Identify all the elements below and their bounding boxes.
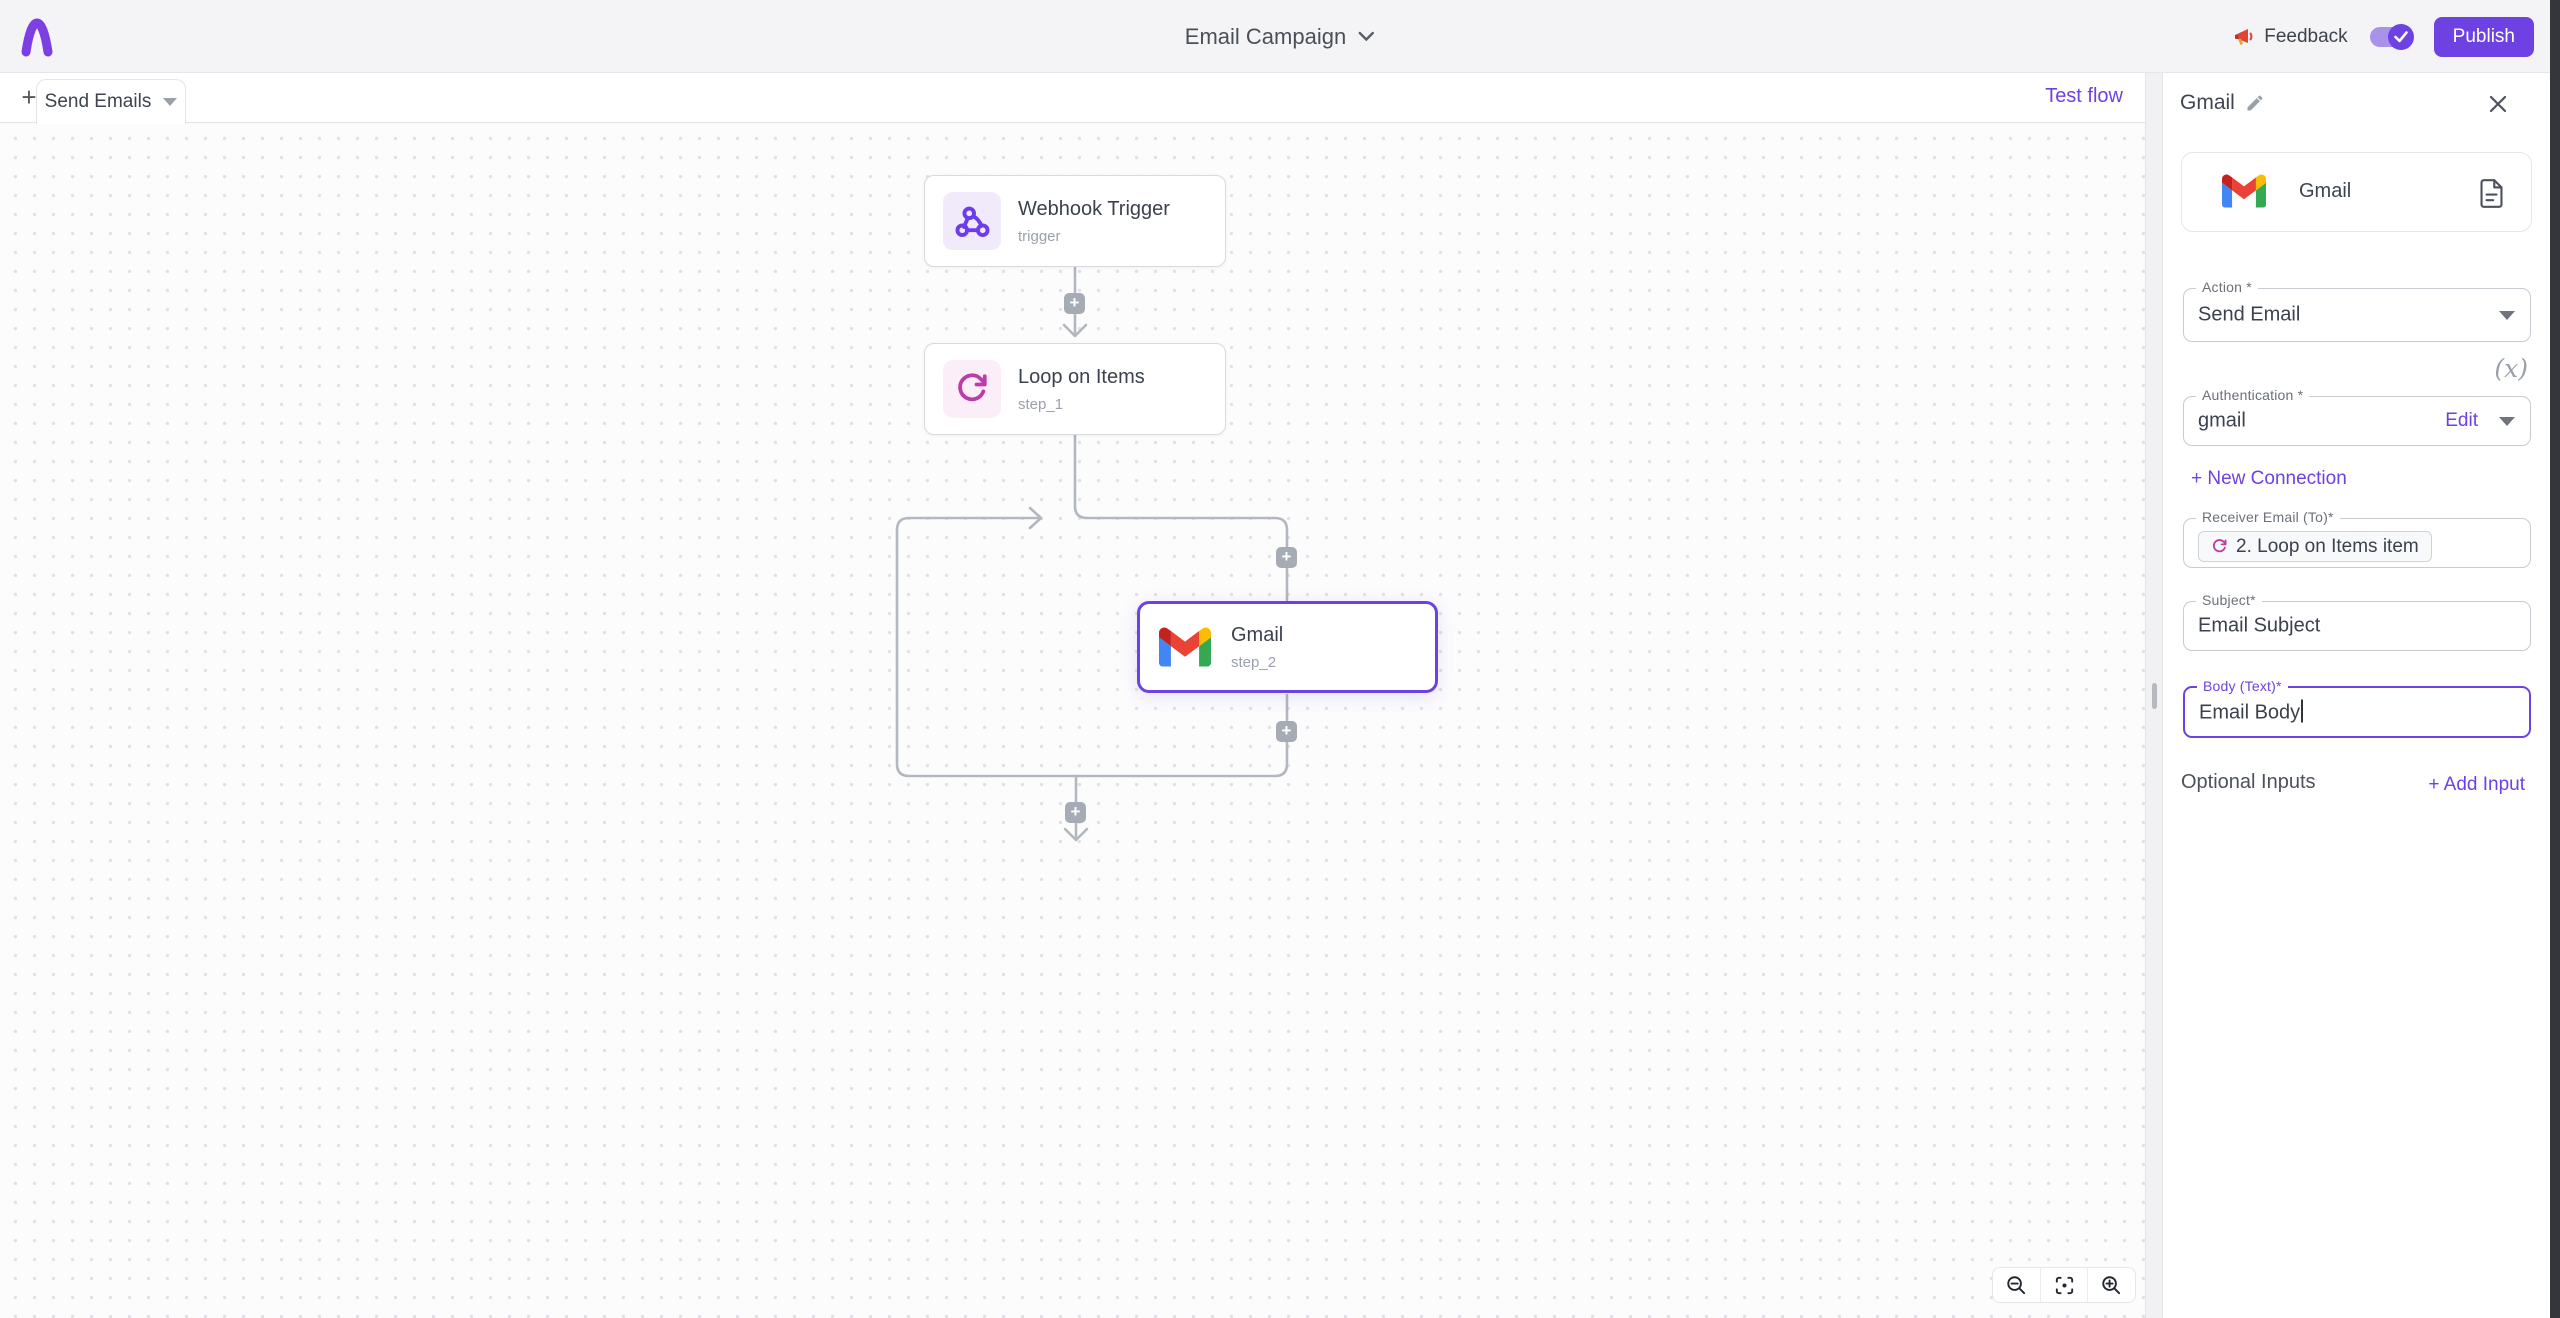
variable-chip-label: 2. Loop on Items item [2236,535,2419,557]
node-step-name: trigger [1018,227,1061,245]
optional-inputs-heading: Optional Inputs [2181,771,2316,793]
receiver-email-input[interactable]: Receiver Email (To)* 2. Loop on Items it… [2183,509,2531,568]
close-panel-icon[interactable] [2487,93,2509,115]
app-logo-icon [21,18,53,57]
megaphone-icon [2235,28,2253,45]
test-flow-button[interactable]: Test flow [2045,85,2123,107]
add-flow-button[interactable]: + [21,81,37,112]
piece-info-card: Gmail [2181,152,2532,232]
window-scrollbar[interactable] [2550,0,2560,1318]
add-input-link[interactable]: + Add Input [2428,774,2525,795]
subject-input[interactable]: Subject* Email Subject [2183,592,2531,651]
node-title: Webhook Trigger [1018,197,1170,220]
node-title: Loop on Items [1018,365,1145,388]
node-gmail-selected[interactable]: Gmail step_2 [1137,601,1438,693]
flow-name: Email Campaign [1184,23,1347,49]
piece-name: Gmail [2299,180,2352,202]
subject-value: Email Subject [2198,614,2321,637]
node-step-name: step_2 [1231,653,1277,671]
panel-resize-handle[interactable] [2145,73,2163,1318]
panel-step-title: Gmail [2180,91,2235,114]
loop-step-icon [2212,539,2227,553]
authentication-value: gmail [2198,409,2246,432]
body-text-value: Email Body [2199,701,2301,724]
node-step-name: step_1 [1018,395,1064,413]
action-label: Action * [2196,279,2258,295]
node-webhook-trigger[interactable]: Webhook Trigger trigger [924,175,1226,267]
variable-chip[interactable]: 2. Loop on Items item [2198,531,2432,562]
add-step-button[interactable]: + [1064,293,1085,314]
check-icon [2393,30,2408,42]
authentication-label: Authentication * [2196,387,2310,403]
step-settings-panel: Gmail Gmail Ac [2163,73,2550,1318]
body-text-label: Body (Text)* [2197,678,2288,694]
zoom-out-icon [2007,1275,2025,1294]
zoom-in-button[interactable] [2087,1268,2135,1302]
flow-name-menu[interactable]: Email Campaign [1185,0,1375,73]
tab-label: Send Emails [44,91,152,112]
action-select[interactable]: Action * Send Email [2183,279,2531,342]
tab-send-emails[interactable]: Send Emails [36,79,186,124]
fit-view-icon [2055,1276,2073,1294]
body-text-input[interactable]: Body (Text)* Email Body [2183,678,2531,738]
rename-step-icon[interactable] [2245,93,2265,113]
dropdown-caret-icon[interactable] [2499,417,2515,426]
edit-connection-link[interactable]: Edit [2445,410,2478,431]
insert-variable-icon[interactable]: (x) [2494,354,2528,383]
tab-menu-caret-icon[interactable] [163,98,178,106]
flow-enabled-toggle[interactable] [2369,23,2414,50]
feedback-button[interactable]: Feedback [2233,25,2348,48]
webhook-icon [943,192,1001,250]
feedback-label: Feedback [2264,25,2348,47]
zoom-in-icon [2102,1275,2121,1294]
gmail-icon [2222,174,2266,208]
top-bar: Email Campaign Feedback Publish [0,0,2560,73]
text-cursor [2301,699,2304,723]
chevron-down-icon [1359,31,1375,42]
node-title: Gmail [1231,623,1284,646]
resize-grip [2152,683,2157,709]
new-connection-link[interactable]: + New Connection [2191,468,2347,489]
add-step-button[interactable]: + [1276,721,1297,742]
canvas-zoom-toolbar [1992,1267,2136,1303]
zoom-out-button[interactable] [1993,1268,2040,1302]
dropdown-caret-icon[interactable] [2499,311,2515,320]
action-value: Send Email [2198,303,2301,326]
receiver-email-label: Receiver Email (To)* [2196,509,2340,525]
gmail-icon [1156,618,1214,676]
fit-view-button[interactable] [2039,1268,2088,1302]
docs-icon[interactable] [2478,178,2505,209]
toggle-knob [2387,23,2414,50]
tab-bar: + Send Emails [0,73,2145,124]
publish-button[interactable]: Publish [2433,16,2534,57]
node-loop-on-items[interactable]: Loop on Items step_1 [924,343,1226,435]
add-step-button[interactable]: + [1276,547,1297,568]
flow-canvas[interactable]: + + + + Webhook Trigger [0,123,2145,1318]
subject-label: Subject* [2196,592,2262,608]
loop-icon [943,360,1001,418]
add-step-button[interactable]: + [1065,802,1086,823]
authentication-select[interactable]: Authentication * gmail Edit [2183,387,2531,446]
